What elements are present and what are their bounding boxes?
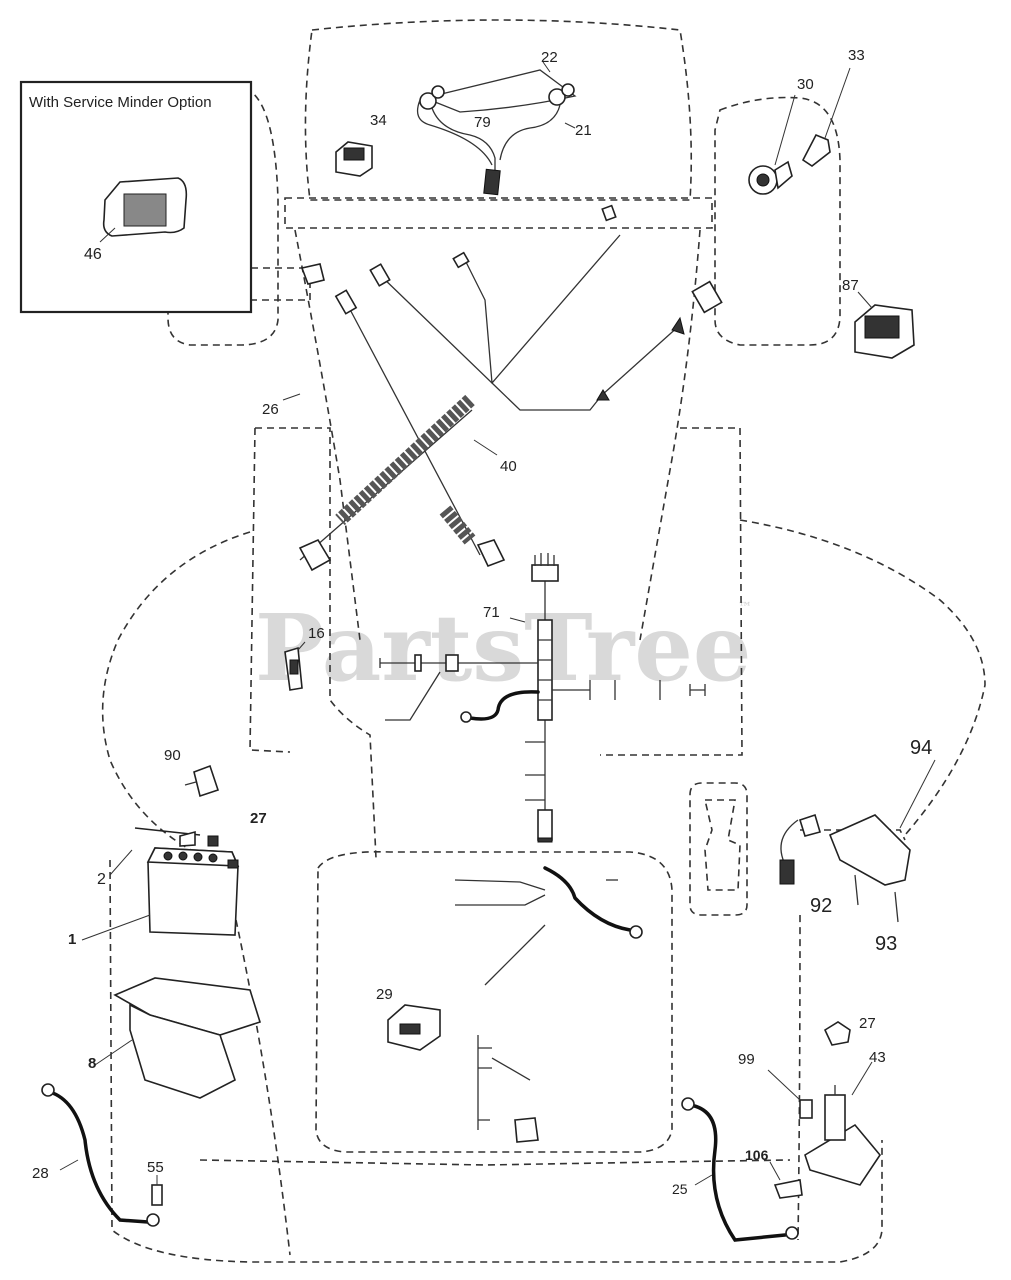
main-harness-upper bbox=[369, 204, 723, 411]
tractor-outline bbox=[101, 19, 986, 1263]
main-harness-71 bbox=[379, 553, 706, 843]
relay-part-87 bbox=[854, 291, 915, 359]
callout-33: 33 bbox=[848, 47, 865, 64]
callout-40: 40 bbox=[500, 458, 517, 475]
watermark-trademark: ™ bbox=[738, 600, 752, 616]
callout-55: 55 bbox=[147, 1159, 164, 1176]
connector-part-26 bbox=[282, 263, 325, 401]
callout-8: 8 bbox=[88, 1055, 96, 1072]
callout-30: 30 bbox=[797, 76, 814, 93]
callout-29: 29 bbox=[376, 986, 393, 1003]
callout-22: 22 bbox=[541, 49, 558, 66]
callout-94: 94 bbox=[910, 737, 932, 759]
callout-71: 71 bbox=[483, 604, 500, 621]
callout-99: 99 bbox=[738, 1051, 755, 1068]
module-part-94 bbox=[779, 759, 936, 923]
callout-25: 25 bbox=[672, 1181, 688, 1197]
callout-labels: 22 79 21 34 30 33 46 87 26 40 16 71 90 2… bbox=[32, 47, 932, 1197]
connector-part-16 bbox=[284, 641, 306, 691]
ignition-switch bbox=[748, 67, 851, 195]
callout-34: 34 bbox=[370, 112, 387, 129]
hour-meter-part bbox=[99, 177, 188, 243]
cable-part-25 bbox=[681, 1097, 803, 1242]
callout-92: 92 bbox=[810, 895, 832, 917]
callout-106: 106 bbox=[745, 1147, 769, 1163]
callout-28: 28 bbox=[32, 1165, 49, 1182]
battery-assembly bbox=[81, 827, 261, 1099]
harness-part-40 bbox=[298, 289, 506, 572]
callout-27-solenoid: 27 bbox=[859, 1015, 876, 1032]
callout-43: 43 bbox=[869, 1049, 886, 1066]
part-90 bbox=[184, 764, 220, 798]
callout-90: 90 bbox=[164, 747, 181, 764]
callout-16: 16 bbox=[308, 625, 325, 642]
seat-switch-29 bbox=[387, 1004, 441, 1051]
headlight-harness bbox=[416, 61, 577, 196]
seat-area-wiring bbox=[454, 866, 643, 1143]
callout-87: 87 bbox=[842, 277, 859, 294]
inset-title: With Service Minder Option bbox=[29, 94, 212, 111]
solenoid-part-43 bbox=[767, 1021, 881, 1186]
callout-79: 79 bbox=[474, 114, 491, 131]
callout-2: 2 bbox=[97, 871, 106, 888]
bolt-part-55 bbox=[151, 1175, 163, 1206]
callout-93: 93 bbox=[875, 933, 897, 955]
callout-46: 46 bbox=[84, 246, 102, 263]
callout-1: 1 bbox=[68, 931, 76, 948]
service-minder-inset: With Service Minder Option bbox=[19, 80, 253, 314]
callout-21: 21 bbox=[575, 122, 592, 139]
callout-26: 26 bbox=[262, 401, 279, 418]
switch-part-34 bbox=[335, 141, 373, 177]
watermark-text: PartsTree bbox=[255, 594, 751, 702]
callout-27-battery: 27 bbox=[250, 810, 267, 827]
cable-part-28 bbox=[41, 1083, 160, 1227]
